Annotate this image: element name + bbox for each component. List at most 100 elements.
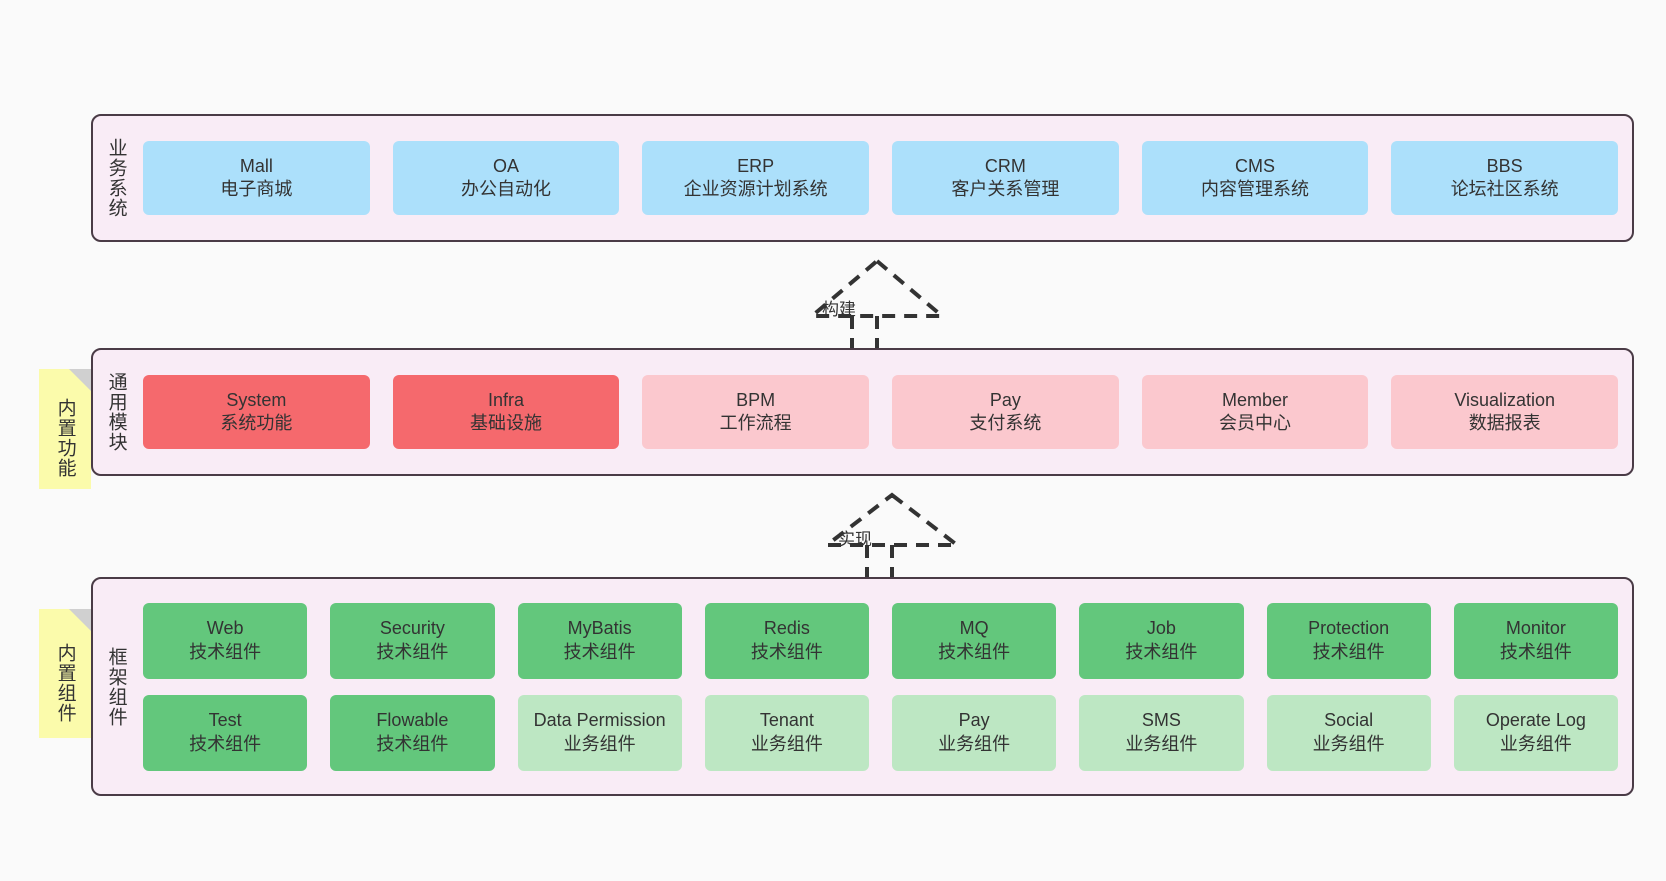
node-monitor[interactable]: Monitor 技术组件 (1453, 602, 1618, 679)
node-row: Mall 电子商城 OA 办公自动化 ERP 企业资源计划系统 CRM 客户关系… (143, 141, 1619, 215)
node-subtitle: 业务组件 (1125, 733, 1198, 754)
node-title: Member (1222, 389, 1289, 410)
node-erp[interactable]: ERP 企业资源计划系统 (642, 141, 870, 215)
node-title: Pay (958, 710, 990, 731)
node-title: Monitor (1505, 618, 1566, 639)
node-subtitle: 业务组件 (1499, 733, 1572, 754)
node-test[interactable]: Test 技术组件 (143, 694, 308, 771)
node-subtitle: 技术组件 (1312, 641, 1385, 662)
node-bbs[interactable]: BBS 论坛社区系统 (1391, 141, 1619, 215)
connector-build-label: 构建 (822, 300, 856, 319)
node-title: Job (1146, 618, 1176, 639)
node-redis[interactable]: Redis 技术组件 (704, 602, 869, 679)
node-title: MyBatis (567, 618, 632, 639)
node-subtitle: 工作流程 (719, 413, 792, 433)
node-subtitle: 技术组件 (376, 641, 449, 662)
node-title: SMS (1141, 710, 1181, 731)
layer-body-business-systems: Mall 电子商城 OA 办公自动化 ERP 企业资源计划系统 CRM 客户关系… (139, 116, 1632, 240)
node-subtitle: 会员中心 (1219, 413, 1292, 433)
node-title: Flowable (376, 710, 449, 731)
node-subtitle: 办公自动化 (461, 179, 551, 199)
node-title: Pay (989, 389, 1021, 410)
node-title: Mall (239, 155, 273, 176)
layer-body-framework-components: Web 技术组件 Security 技术组件 MyBatis 技术组件 Redi… (139, 579, 1632, 794)
node-job[interactable]: Job 技术组件 (1079, 602, 1244, 679)
node-pay-business[interactable]: Pay 业务组件 (892, 694, 1057, 771)
connector-implement-arrow (821, 492, 960, 584)
node-system[interactable]: System 系统功能 (143, 375, 370, 449)
node-subtitle: 业务组件 (938, 733, 1011, 754)
node-subtitle: 技术组件 (938, 641, 1011, 662)
node-row: System 系统功能 Infra 基础设施 BPM 工作流程 Pay 支付系统… (143, 375, 1619, 449)
node-subtitle: 论坛社区系统 (1450, 179, 1559, 199)
node-subtitle: 基础设施 (470, 413, 542, 433)
node-subtitle: 业务组件 (1312, 733, 1385, 754)
node-oa[interactable]: OA 办公自动化 (392, 141, 620, 215)
node-web[interactable]: Web 技术组件 (143, 602, 308, 679)
node-title: Operate Log (1485, 710, 1586, 731)
node-mall[interactable]: Mall 电子商城 (143, 141, 370, 215)
node-title: Tenant (759, 710, 814, 731)
connector-implement-label: 实现 (838, 530, 872, 549)
note-builtin-functions: 内置功能 (39, 369, 91, 489)
node-mybatis[interactable]: MyBatis 技术组件 (517, 602, 682, 679)
node-subtitle: 技术组件 (1499, 641, 1572, 662)
layer-business-systems[interactable]: 业务系统 Mall 电子商城 OA 办公自动化 ERP 企业资源计划系统 CRM… (91, 114, 1634, 242)
node-security[interactable]: Security 技术组件 (330, 602, 495, 679)
node-subtitle: 技术组件 (376, 733, 449, 754)
node-cms[interactable]: CMS 内容管理系统 (1141, 141, 1369, 215)
node-subtitle: 数据报表 (1468, 413, 1541, 433)
node-title: CMS (1235, 155, 1276, 176)
note-builtin-components: 内置组件 (39, 609, 91, 738)
node-subtitle: 业务组件 (750, 733, 823, 754)
node-subtitle: 客户关系管理 (951, 179, 1060, 199)
layer-title-business-systems: 业务系统 (105, 138, 127, 218)
node-bpm[interactable]: BPM 工作流程 (642, 375, 870, 449)
node-operate-log[interactable]: Operate Log 业务组件 (1453, 694, 1618, 771)
connector-build-arrow (806, 258, 945, 360)
node-title: MQ (959, 618, 989, 639)
layer-common-modules[interactable]: 通用模块 System 系统功能 Infra 基础设施 BPM 工作流程 Pay… (91, 348, 1634, 476)
note-text: 内置功能 (54, 398, 76, 478)
node-subtitle: 电子商城 (220, 179, 293, 199)
node-title: BPM (736, 389, 776, 410)
node-mq[interactable]: MQ 技术组件 (892, 602, 1057, 679)
node-subtitle: 系统功能 (220, 413, 293, 433)
node-subtitle: 业务组件 (563, 733, 636, 754)
node-sms[interactable]: SMS 业务组件 (1079, 694, 1244, 771)
node-title: BBS (1486, 155, 1523, 176)
node-title: Infra (487, 389, 525, 410)
node-subtitle: 支付系统 (969, 413, 1042, 433)
node-data-permission[interactable]: Data Permission 业务组件 (517, 694, 682, 771)
node-title: System (226, 389, 287, 410)
node-member[interactable]: Member 会员中心 (1141, 375, 1369, 449)
node-title: Web (206, 618, 244, 639)
node-title: CRM (984, 155, 1026, 176)
node-row: Web 技术组件 Security 技术组件 MyBatis 技术组件 Redi… (143, 602, 1618, 679)
node-tenant[interactable]: Tenant 业务组件 (704, 694, 869, 771)
layer-framework-components[interactable]: 框架组件 Web 技术组件 Security 技术组件 MyBatis 技术组件… (91, 577, 1634, 796)
node-visualization[interactable]: Visualization 数据报表 (1391, 375, 1619, 449)
node-pay[interactable]: Pay 支付系统 (892, 375, 1119, 449)
node-protection[interactable]: Protection 技术组件 (1266, 602, 1431, 679)
node-flowable[interactable]: Flowable 技术组件 (330, 694, 495, 771)
node-social[interactable]: Social 业务组件 (1266, 694, 1431, 771)
node-title: Social (1324, 710, 1374, 731)
node-subtitle: 内容管理系统 (1201, 179, 1310, 199)
node-infra[interactable]: Infra 基础设施 (392, 375, 620, 449)
node-title: Security (379, 618, 445, 639)
node-title: Protection (1308, 618, 1390, 639)
node-row: Test 技术组件 Flowable 技术组件 Data Permission … (143, 694, 1618, 771)
node-title: Test (208, 710, 242, 731)
node-subtitle: 技术组件 (189, 733, 262, 754)
node-title: Redis (763, 618, 810, 639)
node-subtitle: 企业资源计划系统 (683, 179, 828, 199)
node-subtitle: 技术组件 (1125, 641, 1198, 662)
node-subtitle: 技术组件 (750, 641, 823, 662)
node-title: ERP (737, 155, 775, 176)
layer-title-common-modules: 通用模块 (105, 372, 127, 452)
node-crm[interactable]: CRM 客户关系管理 (892, 141, 1119, 215)
node-title: Data Permission (533, 710, 666, 731)
layer-title-framework-components: 框架组件 (105, 646, 127, 727)
